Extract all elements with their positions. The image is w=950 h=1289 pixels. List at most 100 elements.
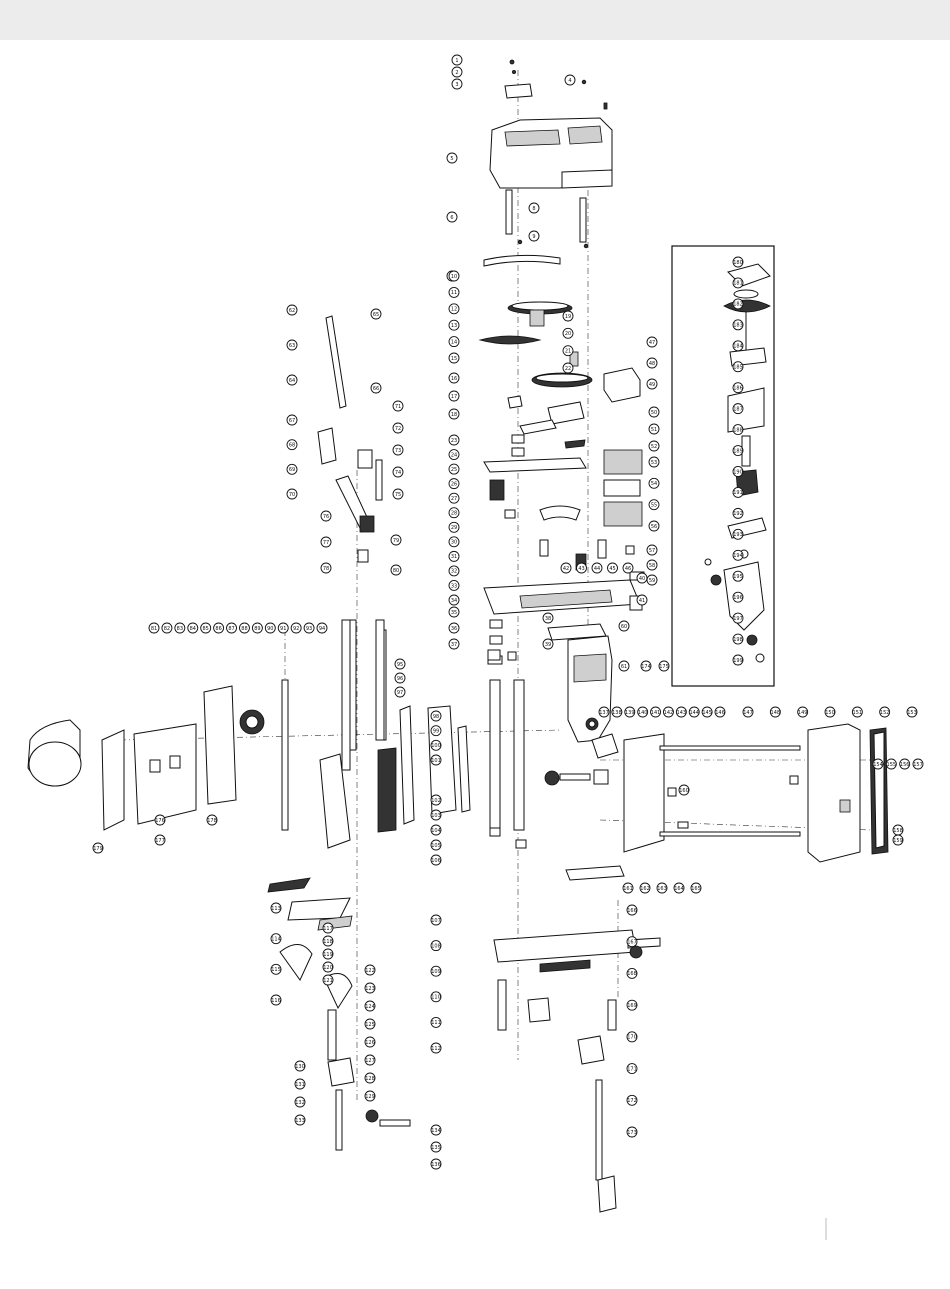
callout-label: 175 (659, 664, 669, 670)
callout-96: 96 (394, 672, 406, 684)
callout-23: 23 (448, 434, 460, 446)
callout-35: 35 (448, 606, 460, 618)
callout-label: 167 (627, 940, 637, 946)
callout-label: 143 (677, 710, 687, 716)
callout-58: 58 (646, 559, 658, 571)
callout-label: 83 (177, 626, 183, 632)
callout-label: 61 (621, 664, 627, 670)
callout-label: 64 (289, 378, 295, 384)
callout-label: 63 (289, 343, 295, 349)
callout-137: 137 (598, 706, 610, 718)
callout-183: 183 (732, 319, 744, 331)
callout-label: 116 (271, 998, 281, 1004)
callout-3: 3 (451, 78, 463, 90)
callout-label: 24 (451, 452, 457, 458)
callout-label: 14 (451, 339, 457, 345)
callout-85: 85 (200, 622, 212, 634)
callout-label: 20 (565, 331, 571, 337)
callout-label: 26 (451, 481, 457, 487)
callout-label: 16 (451, 376, 457, 382)
callout-89: 89 (251, 622, 263, 634)
callout-label: 34 (451, 598, 457, 604)
callout-label: 11 (451, 290, 457, 296)
callout-175: 175 (658, 660, 670, 672)
callout-132: 132 (294, 1096, 306, 1108)
callout-41: 41 (636, 594, 648, 606)
callout-label: 120 (323, 965, 333, 971)
callout-label: 21 (565, 348, 571, 354)
callout-95: 95 (394, 658, 406, 670)
callout-label: 78 (323, 566, 329, 572)
callout-label: 117 (323, 926, 333, 932)
callout-190: 190 (732, 466, 744, 477)
callout-155: 155 (885, 758, 897, 770)
callout-label: 112 (431, 1046, 441, 1052)
callout-74: 74 (392, 466, 404, 478)
callout-label: 172 (627, 1098, 637, 1104)
callout-189: 189 (732, 445, 744, 456)
callout-label: 111 (431, 1020, 441, 1026)
callout-37: 37 (448, 638, 460, 650)
callout-75: 75 (392, 488, 404, 500)
callout-10: 10 (448, 270, 460, 282)
callout-label: 91 (280, 626, 286, 632)
callout-label: 152 (880, 710, 890, 716)
callout-label: 93 (306, 626, 312, 632)
callout-118: 118 (322, 935, 334, 947)
callout-1: 1 (451, 54, 463, 66)
callout-133: 133 (294, 1114, 306, 1126)
callout-label: 50 (651, 410, 657, 416)
callout-92: 92 (290, 622, 302, 634)
callout-label: 41 (639, 598, 645, 604)
callout-193: 193 (732, 528, 744, 540)
callout-171: 171 (626, 1063, 638, 1075)
callout-126: 126 (364, 1036, 376, 1048)
callout-55: 55 (648, 499, 660, 511)
callout-label: 35 (451, 610, 457, 616)
callout-label: 196 (733, 595, 743, 601)
callout-label: 141 (651, 710, 661, 716)
callout-label: 70 (289, 492, 295, 498)
callout-87: 87 (226, 622, 237, 634)
callout-label: 124 (365, 1004, 375, 1010)
callout-label: 147 (743, 710, 753, 716)
callout-label: 3 (455, 82, 458, 88)
callout-76: 76 (320, 510, 332, 522)
callout-8: 8 (528, 202, 540, 214)
callout-88: 88 (239, 622, 250, 634)
callout-78: 78 (320, 562, 332, 574)
callout-34: 34 (448, 594, 460, 606)
callout-label: 56 (651, 524, 657, 530)
motor-housing-lower (567, 635, 613, 743)
callout-label: 193 (733, 532, 743, 538)
callout-label: 86 (215, 626, 221, 632)
callout-16: 16 (448, 372, 460, 384)
callout-136: 136 (430, 1158, 442, 1170)
callout-122: 122 (364, 964, 376, 976)
callout-123: 123 (364, 982, 376, 994)
callout-label: 176 (155, 818, 165, 824)
top-cover-assembly (489, 59, 613, 189)
callout-17: 17 (448, 390, 460, 402)
callout-51: 51 (648, 423, 660, 435)
callout-label: 191 (733, 490, 743, 496)
callout-184: 184 (732, 340, 744, 352)
callout-111: 111 (430, 1016, 442, 1028)
callout-9: 9 (528, 230, 540, 242)
callout-layer: 1234567891011121314151617181920212223242… (92, 54, 924, 1170)
callout-label: 194 (733, 553, 743, 559)
callout-90: 90 (264, 622, 276, 634)
callout-153: 153 (906, 706, 918, 718)
callout-138: 138 (611, 706, 623, 718)
callout-label: 38 (545, 616, 551, 622)
callout-186: 186 (732, 382, 744, 394)
callout-label: 183 (733, 323, 743, 329)
callout-label: 44 (594, 566, 600, 572)
callout-81: 81 (148, 622, 160, 634)
callout-135: 135 (430, 1141, 442, 1153)
callout-139: 139 (624, 706, 636, 718)
callout-47: 47 (646, 336, 658, 348)
callout-label: 174 (641, 664, 651, 670)
callout-label: 139 (625, 710, 635, 716)
callout-label: 48 (649, 361, 655, 367)
